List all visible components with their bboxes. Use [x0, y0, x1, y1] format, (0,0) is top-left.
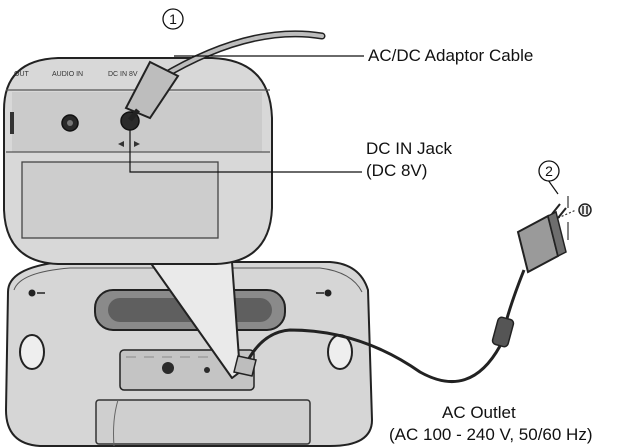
panel-label-out: OUT — [14, 71, 30, 78]
step-marker-1: 1 — [163, 9, 183, 29]
dc-jack-voltage-label: (DC 8V) — [366, 160, 427, 181]
step-marker-2: 2 — [539, 161, 559, 181]
dc-jack-label: DC IN Jack — [366, 138, 452, 159]
volume-up-icon — [325, 290, 332, 297]
ac-outlet-label: AC Outlet — [442, 402, 516, 423]
adaptor-cable-label: AC/DC Adaptor Cable — [368, 45, 533, 66]
svg-text:2: 2 — [545, 163, 553, 179]
svg-text:1: 1 — [169, 11, 177, 27]
panel-label-audio-in: AUDIO IN — [52, 71, 83, 78]
panel-label-dc-in: DC IN 8V — [108, 71, 138, 78]
volume-down-icon — [29, 290, 36, 297]
left-vent — [20, 335, 44, 369]
right-vent — [328, 335, 352, 369]
wall-outlet — [558, 196, 591, 240]
ac-outlet-spec-label: (AC 100 - 240 V, 50/60 Hz) — [389, 424, 593, 445]
